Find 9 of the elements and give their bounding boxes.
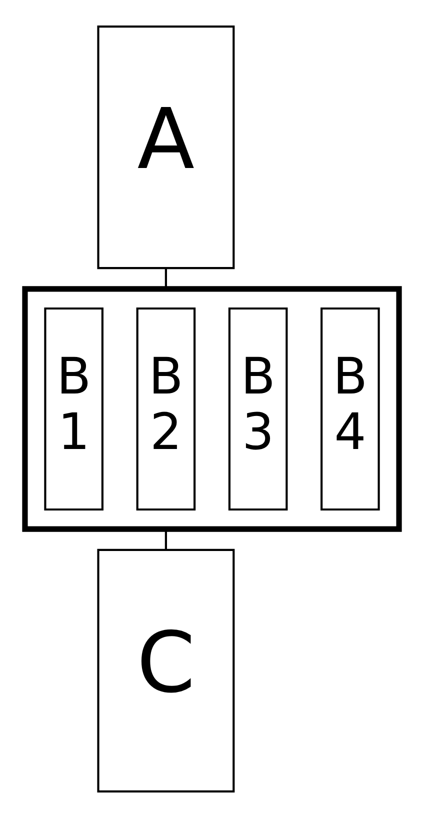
cluster (22, 286, 402, 532)
node-box: C (97, 548, 235, 792)
node-box: B 4 (320, 306, 380, 510)
node-box: B 3 (228, 306, 288, 510)
node-box: B 1 (44, 306, 104, 510)
connector (164, 528, 167, 550)
node-box: B 2 (136, 306, 196, 510)
connector (164, 268, 167, 288)
node-box: A (97, 25, 235, 269)
